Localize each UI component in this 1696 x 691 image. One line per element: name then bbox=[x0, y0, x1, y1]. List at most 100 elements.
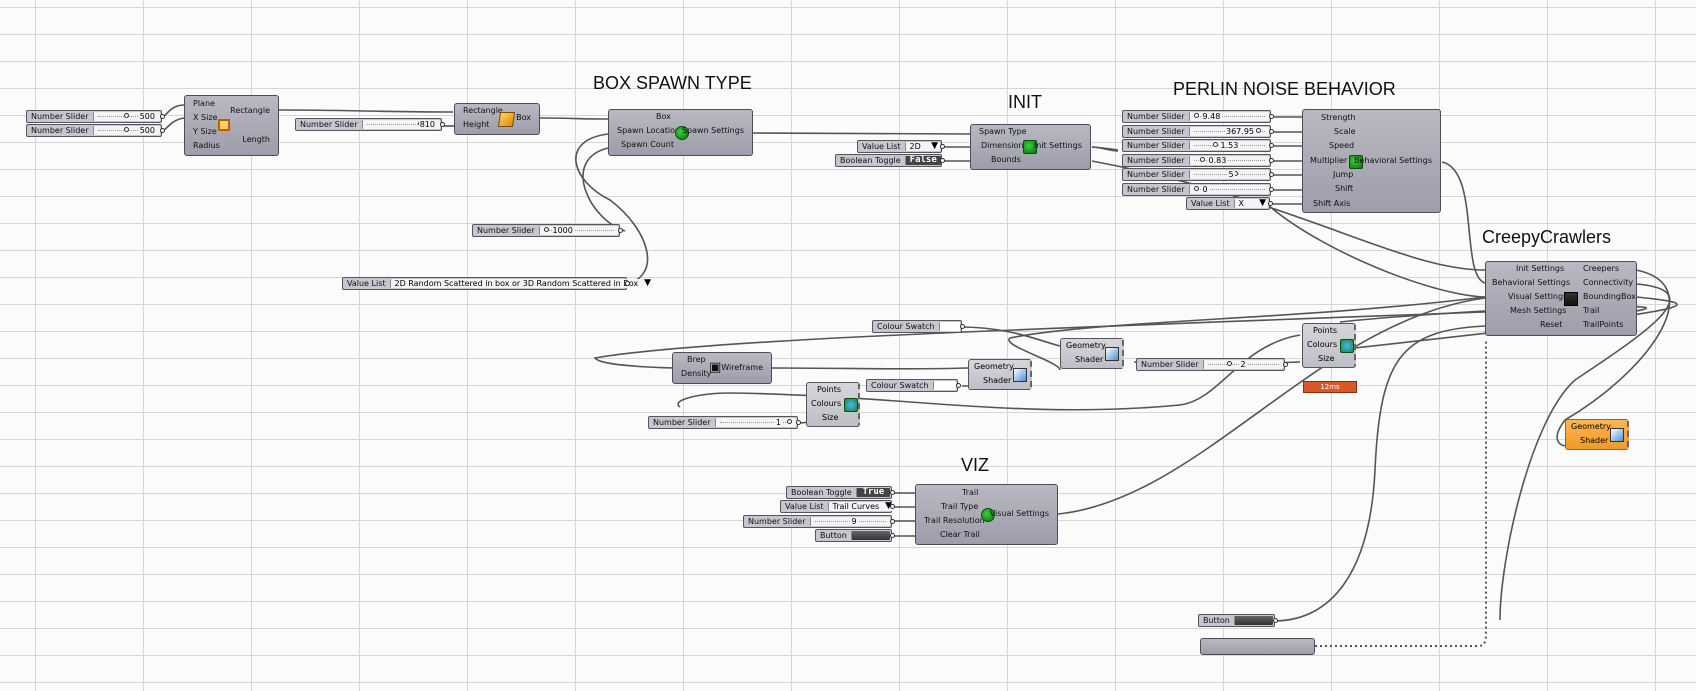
number-slider-y-size[interactable]: Number Slider 500 bbox=[26, 124, 165, 137]
input-port[interactable]: Clear Trail bbox=[940, 530, 980, 539]
output-grip[interactable] bbox=[1268, 201, 1273, 206]
input-port[interactable]: Mesh Settings bbox=[1510, 306, 1567, 315]
input-port[interactable]: Trail bbox=[962, 488, 979, 497]
output-grip[interactable] bbox=[890, 504, 895, 509]
input-port[interactable]: Geometry bbox=[974, 362, 1014, 371]
output-grip[interactable] bbox=[1269, 143, 1274, 148]
input-port[interactable]: Geometry bbox=[1066, 341, 1106, 350]
output-grip[interactable] bbox=[1269, 114, 1274, 119]
slider-track[interactable]: 1 bbox=[714, 418, 796, 427]
creepycrawlers-component[interactable]: Init Settings Behavioral Settings Visual… bbox=[1485, 261, 1637, 336]
dropdown-arrow-icon[interactable]: ▼ bbox=[644, 278, 652, 288]
input-port[interactable]: Init Settings bbox=[1516, 264, 1565, 273]
slider-track[interactable]: 500 bbox=[92, 126, 160, 135]
value-list-shift-axis[interactable]: Value List X▼ bbox=[1186, 197, 1273, 210]
input-port[interactable]: Strength bbox=[1321, 113, 1356, 122]
output-grip[interactable] bbox=[440, 122, 445, 127]
slider-knob[interactable] bbox=[1213, 142, 1219, 147]
button-reset[interactable]: Button bbox=[1198, 614, 1278, 627]
input-port[interactable]: Shift Axis bbox=[1313, 199, 1351, 208]
swatch-colour[interactable] bbox=[938, 322, 960, 331]
input-port[interactable]: Points bbox=[817, 385, 842, 394]
slider-knob[interactable] bbox=[1193, 113, 1199, 118]
output-port[interactable]: Visual Settings bbox=[989, 509, 1049, 518]
colour-swatch-b[interactable]: Colour Swatch bbox=[866, 379, 961, 392]
input-port[interactable]: Speed bbox=[1329, 141, 1355, 150]
button-face[interactable] bbox=[1233, 616, 1273, 625]
number-slider-strength[interactable]: Number Slider 9.48 bbox=[1122, 110, 1274, 123]
toggle-value[interactable]: True bbox=[855, 488, 890, 497]
slider-knob[interactable] bbox=[786, 419, 792, 424]
output-port[interactable]: Box bbox=[516, 113, 531, 122]
input-port[interactable]: Dimension bbox=[981, 141, 1024, 150]
rectangle-component[interactable]: Plane X Size Y Size Radius Rectangle Len… bbox=[184, 95, 279, 156]
value-list-spawn-location[interactable]: Value List 2D Random Scattered in box or… bbox=[342, 277, 654, 290]
slider-track[interactable]: 0.83 bbox=[1188, 156, 1269, 165]
output-grip[interactable] bbox=[890, 490, 895, 495]
input-port[interactable]: Shader bbox=[1075, 355, 1104, 364]
slider-knob[interactable] bbox=[1227, 361, 1233, 366]
slider-knob[interactable] bbox=[124, 127, 129, 132]
number-slider-speed[interactable]: Number Slider 1.53 bbox=[1122, 139, 1274, 152]
output-grip[interactable] bbox=[1269, 129, 1274, 134]
slider-track[interactable]: 9.48 bbox=[1188, 112, 1269, 121]
input-port[interactable]: Behavioral Settings bbox=[1492, 278, 1571, 287]
slider-track[interactable]: 0 bbox=[1188, 185, 1269, 194]
slider-track[interactable]: 500 bbox=[92, 112, 160, 121]
output-grip[interactable] bbox=[1269, 158, 1274, 163]
number-slider-shift[interactable]: Number Slider 0 bbox=[1122, 183, 1274, 196]
input-port[interactable]: Visual Settings bbox=[1508, 292, 1568, 301]
input-port[interactable]: Height bbox=[463, 120, 490, 129]
input-port[interactable]: Y Size bbox=[193, 127, 217, 136]
boolean-toggle-bounds[interactable]: Boolean Toggle False bbox=[835, 154, 945, 167]
point-display-component[interactable]: Points Colours Size bbox=[806, 382, 860, 427]
output-port[interactable]: Connectivity bbox=[1583, 278, 1634, 287]
relay-component[interactable] bbox=[1200, 638, 1315, 655]
point-display-component[interactable]: Points Colours Size bbox=[1302, 323, 1356, 368]
slider-knob[interactable] bbox=[1256, 128, 1262, 133]
slider-track[interactable]: 367.95 bbox=[1188, 127, 1269, 136]
output-grip[interactable] bbox=[956, 383, 961, 388]
output-grip[interactable] bbox=[960, 324, 965, 329]
input-port[interactable]: Colours bbox=[1307, 340, 1338, 349]
number-slider-size-2[interactable]: Number Slider 2 bbox=[1136, 358, 1288, 371]
output-port[interactable]: Rectangle bbox=[230, 106, 270, 115]
number-slider-multiplier[interactable]: Number Slider 0.83 bbox=[1122, 154, 1274, 167]
output-grip[interactable] bbox=[160, 128, 165, 133]
input-port[interactable]: Shift bbox=[1335, 184, 1354, 193]
output-grip[interactable] bbox=[160, 114, 165, 119]
output-grip[interactable] bbox=[796, 420, 801, 425]
slider-track[interactable]: 2 bbox=[1202, 360, 1283, 369]
output-grip[interactable] bbox=[940, 144, 945, 149]
boolean-toggle-trail[interactable]: Boolean Toggle True bbox=[786, 486, 895, 499]
dropdown-arrow-icon[interactable]: ▼ bbox=[931, 141, 938, 151]
slider-knob[interactable] bbox=[1200, 157, 1206, 162]
output-port[interactable]: Trail bbox=[1583, 306, 1600, 315]
input-port[interactable]: Trail Resolution bbox=[924, 516, 985, 525]
number-slider-scale[interactable]: Number Slider 367.95 bbox=[1122, 125, 1274, 138]
output-port[interactable]: BoundingBox bbox=[1583, 292, 1636, 301]
slider-track[interactable]: 810 bbox=[361, 120, 440, 129]
slider-knob[interactable] bbox=[543, 227, 549, 232]
input-port[interactable]: Plane bbox=[193, 99, 215, 108]
output-grip[interactable] bbox=[1273, 618, 1278, 623]
output-port[interactable]: TrailPoints bbox=[1583, 320, 1624, 329]
input-port[interactable]: Spawn Location bbox=[617, 126, 681, 135]
slider-track[interactable]: 5 bbox=[1188, 170, 1269, 179]
input-port[interactable]: Size bbox=[822, 413, 839, 422]
output-port[interactable]: Spawn Settings bbox=[681, 126, 744, 135]
box-component[interactable]: Rectangle Height Box bbox=[454, 103, 540, 135]
input-port[interactable]: Brep bbox=[687, 355, 706, 364]
output-port[interactable]: Length bbox=[242, 135, 270, 144]
behavioral-settings-component[interactable]: Strength Scale Speed Multiplier Jump Shi… bbox=[1302, 109, 1441, 213]
input-port[interactable]: Shader bbox=[983, 376, 1012, 385]
custom-preview-component[interactable]: Geometry Shader bbox=[1060, 338, 1124, 369]
button-face[interactable] bbox=[850, 531, 890, 540]
output-grip[interactable] bbox=[625, 281, 630, 286]
number-slider-height[interactable]: Number Slider 810 bbox=[295, 118, 445, 131]
spawn-settings-component[interactable]: Box Spawn Location Spawn Count Spawn Set… bbox=[608, 109, 753, 156]
input-port[interactable]: Shader bbox=[1580, 436, 1609, 445]
slider-track[interactable]: 9 bbox=[809, 517, 890, 526]
slider-knob[interactable] bbox=[1193, 186, 1199, 191]
